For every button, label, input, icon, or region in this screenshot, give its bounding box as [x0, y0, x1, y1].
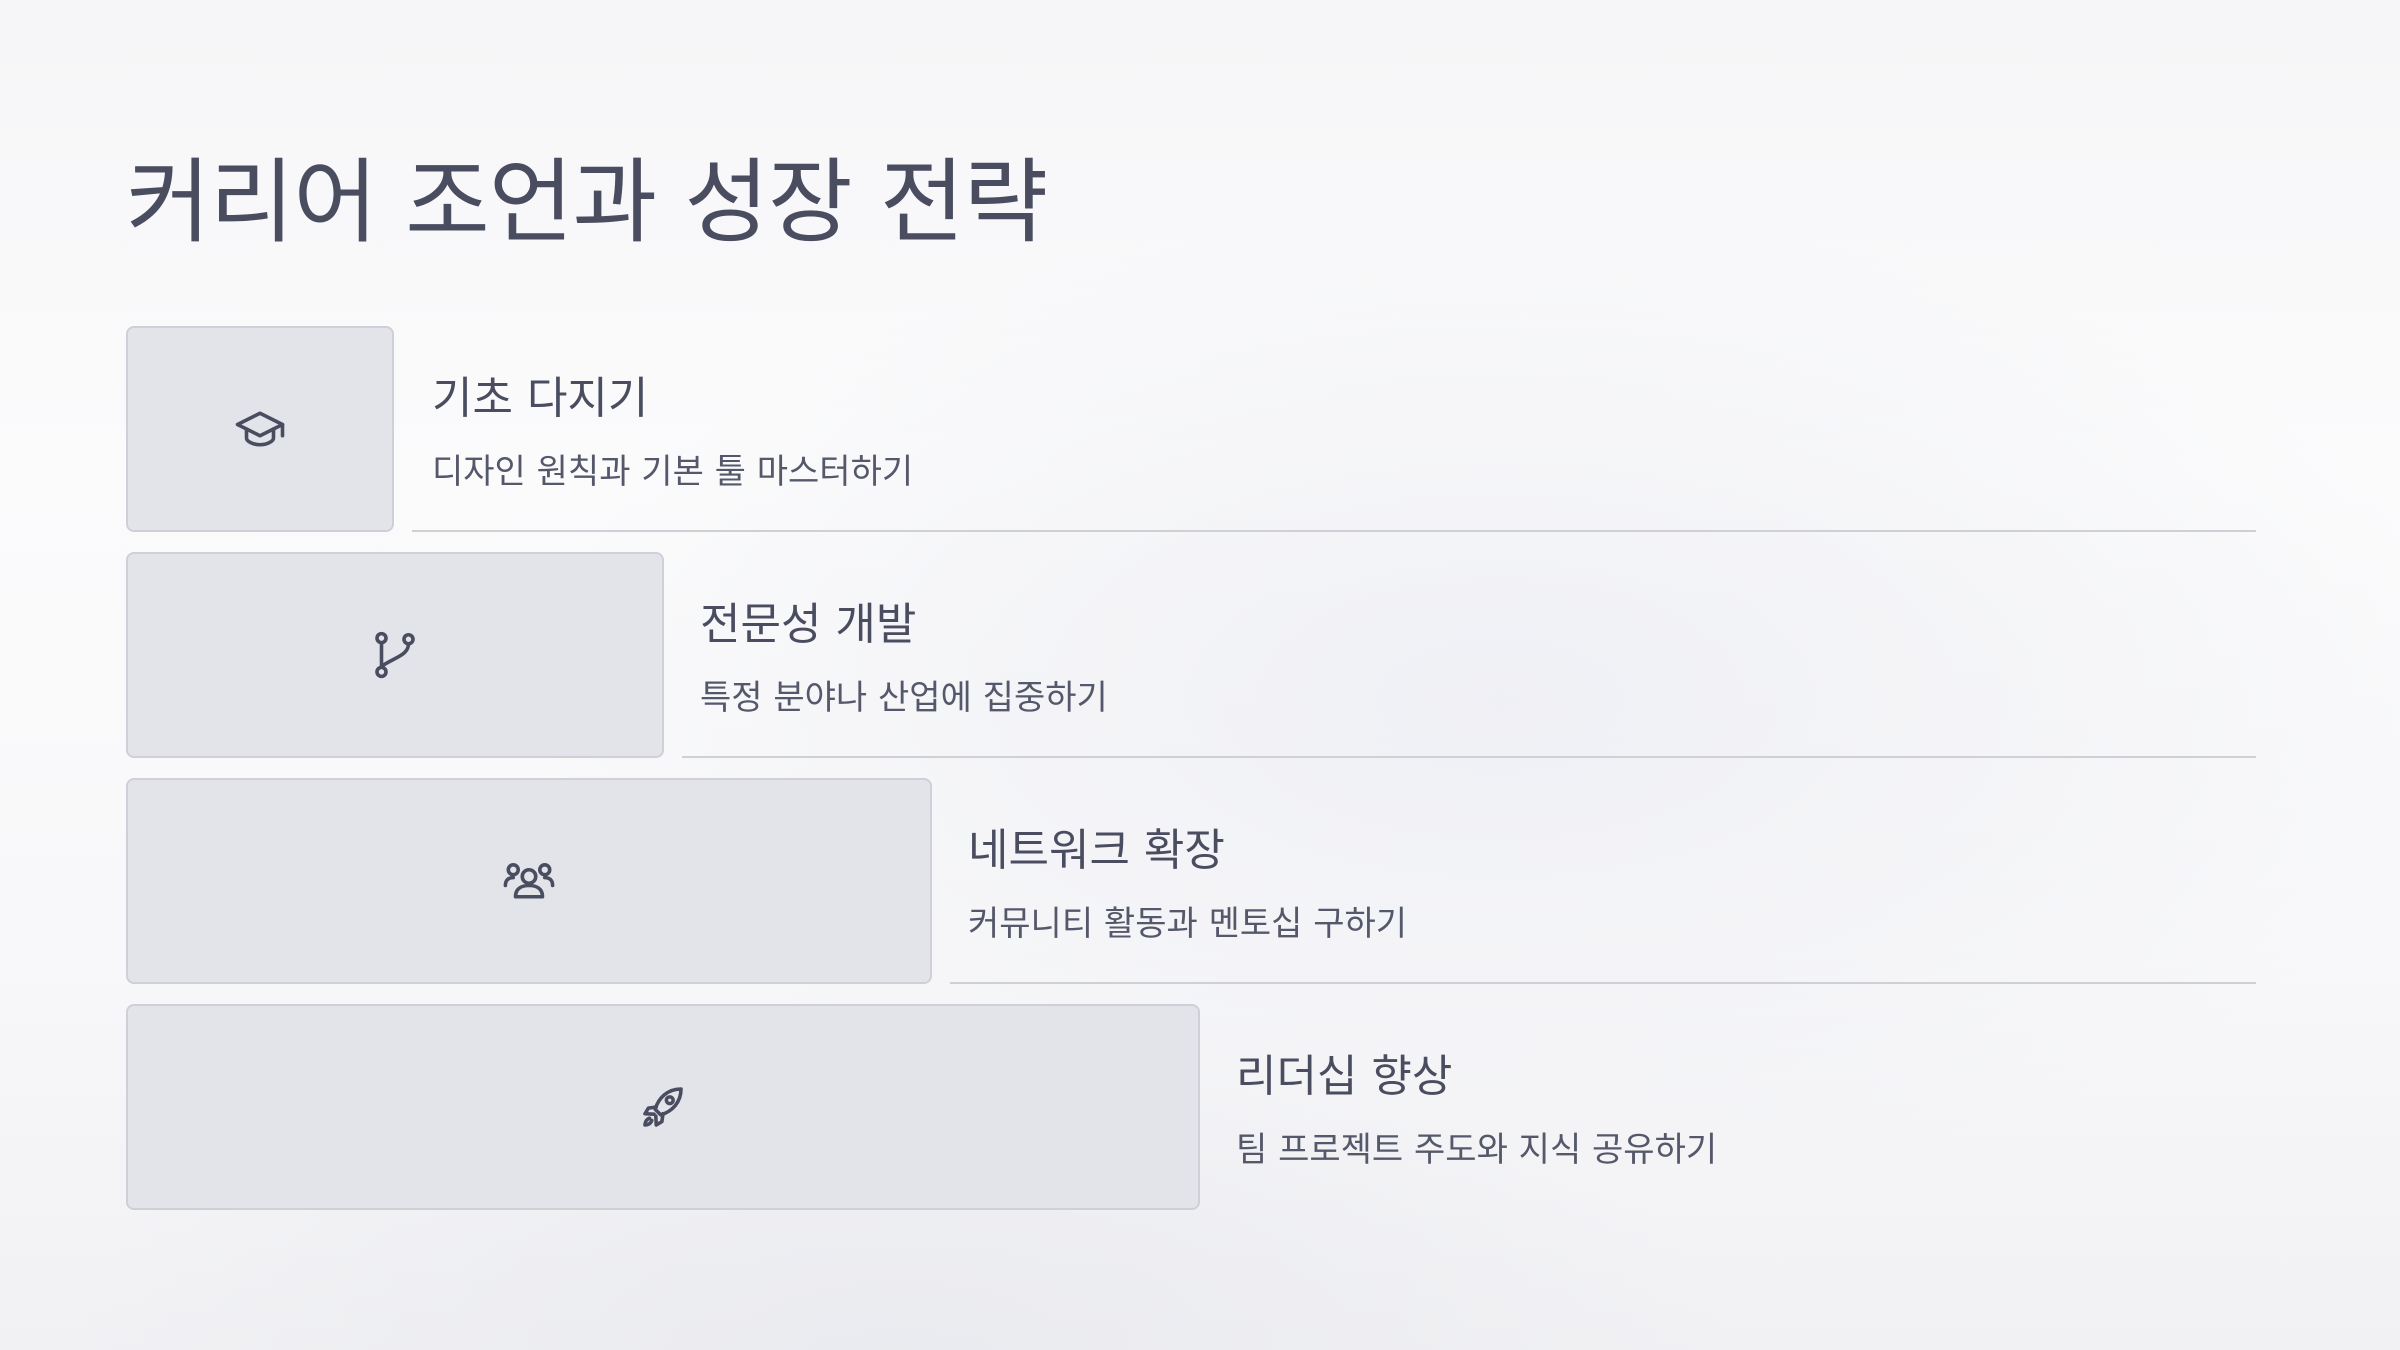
step-description: 팀 프로젝트 주도와 지식 공유하기 — [1236, 1130, 1718, 1170]
step-icon-box — [126, 778, 932, 984]
rocket-icon — [643, 1087, 683, 1127]
step-title: 네트워크 확장 — [968, 825, 1225, 876]
step-icon-box — [126, 1004, 1200, 1210]
graduation-cap-icon — [235, 411, 285, 447]
step-foundation: 기초 다지기 디자인 원칙과 기본 툴 마스터하기 — [126, 326, 2256, 532]
step-divider — [412, 530, 2256, 532]
step-expertise: 전문성 개발 특정 분야나 산업에 집중하기 — [126, 552, 2256, 758]
step-title: 전문성 개발 — [700, 599, 917, 650]
step-icon-box — [126, 326, 394, 532]
page-title: 커리어 조언과 성장 전략 — [126, 149, 1048, 256]
step-title: 기초 다지기 — [432, 373, 649, 424]
step-description: 커뮤니티 활동과 멘토십 구하기 — [968, 904, 1408, 944]
users-icon — [503, 863, 555, 899]
step-description: 특정 분야나 산업에 집중하기 — [700, 678, 1108, 718]
step-description: 디자인 원칙과 기본 툴 마스터하기 — [432, 452, 914, 492]
git-branch-icon — [375, 631, 415, 679]
step-leadership: 리더십 향상 팀 프로젝트 주도와 지식 공유하기 — [126, 1004, 2256, 1210]
step-title: 리더십 향상 — [1236, 1051, 1453, 1102]
step-network: 네트워크 확장 커뮤니티 활동과 멘토십 구하기 — [126, 778, 2256, 984]
step-divider — [682, 756, 2256, 758]
step-divider — [950, 982, 2256, 984]
step-icon-box — [126, 552, 664, 758]
